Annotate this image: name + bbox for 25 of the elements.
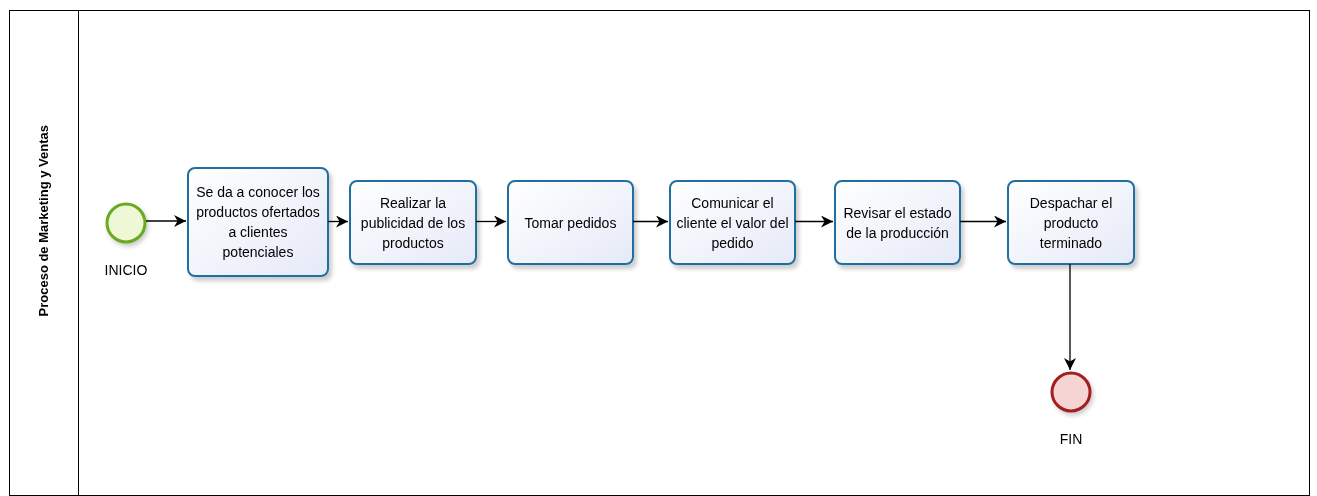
- task-box: [187, 167, 329, 277]
- arrow: [475, 215, 507, 228]
- task-label: Revisar el estado de la producción: [842, 203, 953, 243]
- arrow: [794, 215, 834, 228]
- task-box: [349, 180, 477, 265]
- start-event-circle: [105, 202, 147, 244]
- task-label: Se da a conocer los productos ofertados a clientes potenciales: [195, 183, 321, 262]
- task-label: Realizar la publicidad de los productos: [359, 193, 467, 253]
- task-box: [834, 180, 961, 265]
- event-label: FIN: [1059, 430, 1083, 449]
- pool-title: Proceso de Marketing y Ventas: [35, 125, 53, 317]
- arrow: [145, 215, 187, 227]
- task-box: [669, 180, 796, 265]
- task-box: [1007, 180, 1135, 265]
- arrow: [959, 215, 1007, 228]
- task-label: Tomar pedidos: [524, 213, 617, 233]
- event-label: INICIO: [104, 261, 148, 280]
- pool: [9, 10, 1310, 496]
- task-label: Comunicar el cliente el valor del pedido: [675, 193, 790, 253]
- end-event-circle: [1050, 371, 1092, 413]
- arrow: [327, 215, 349, 228]
- arrow: [632, 215, 669, 228]
- arrow: [1064, 263, 1076, 371]
- task-label: Despachar el producto terminado: [1028, 193, 1114, 253]
- task-box: [507, 180, 634, 265]
